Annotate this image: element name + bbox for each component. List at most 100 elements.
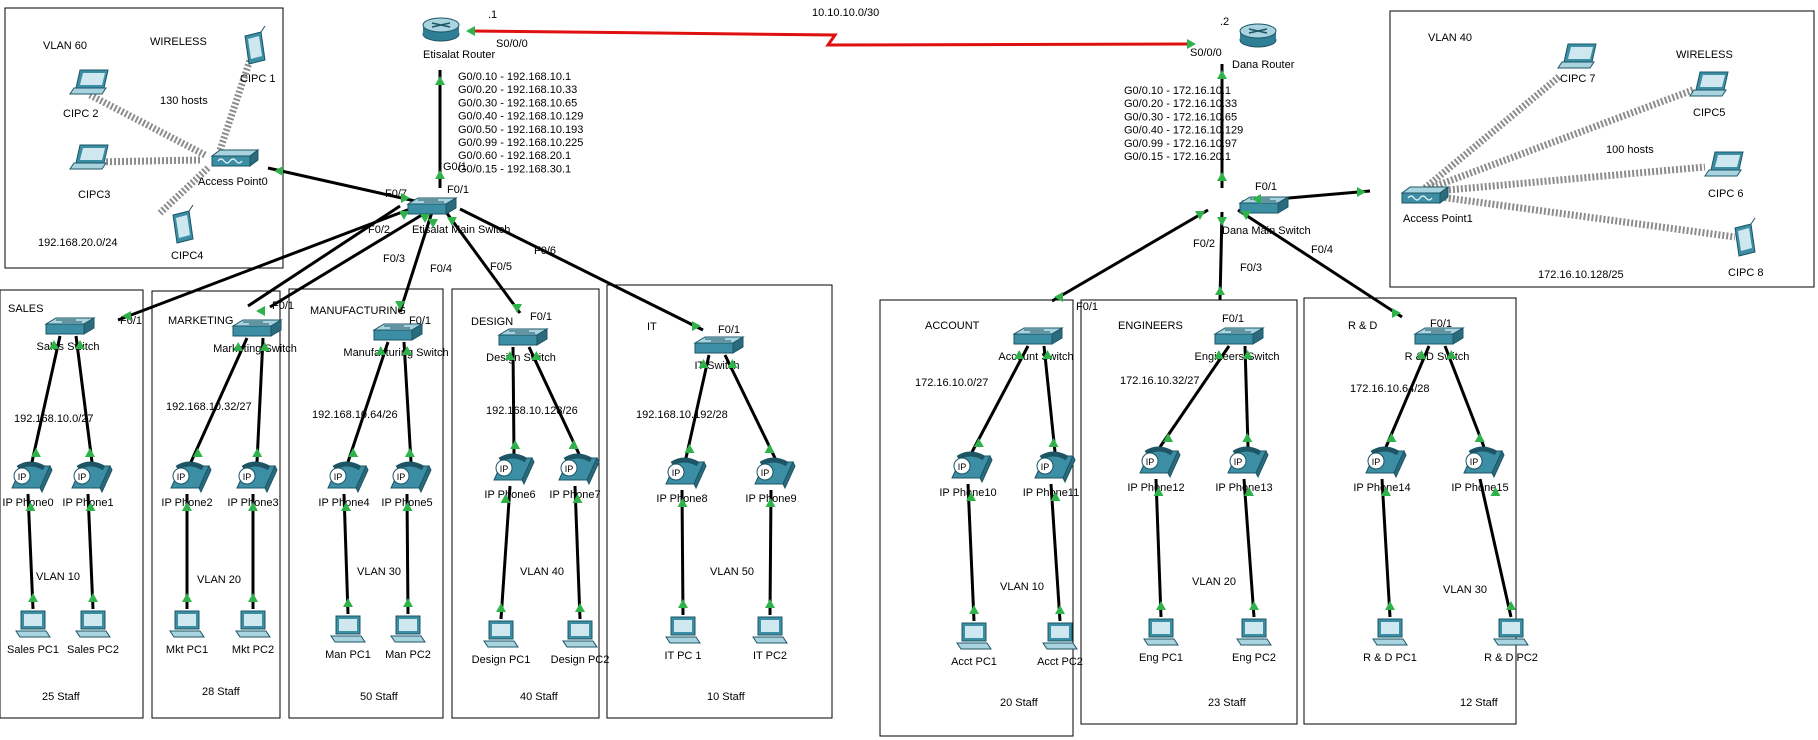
port-indicator [1506, 601, 1516, 610]
port-indicator [259, 342, 270, 351]
cipc-6-label: CIPC 6 [1708, 188, 1743, 200]
port-indicator [765, 498, 776, 507]
port-indicator [1381, 487, 1391, 496]
pc-it-2[interactable]: IT PC2 [752, 616, 788, 662]
etisalat-main-switch[interactable]: Etisalat Main Switch F0/1 F0/7 F0/2 F0/3… [368, 184, 556, 275]
port-indicator [969, 605, 979, 614]
dept-title-it: IT [647, 321, 657, 333]
ip-phone-it-2[interactable]: IP Phone9 [745, 460, 796, 505]
port-indicator [399, 211, 409, 220]
pc-engineers-1[interactable]: Eng PC1 [1139, 618, 1183, 664]
cipc-6[interactable]: CIPC 6 [1704, 151, 1744, 200]
dana-router-label: Dana Router [1232, 59, 1295, 71]
ip-phone-design-1[interactable]: IP Phone6 [484, 456, 535, 501]
access-point-0[interactable]: Access Point0 [198, 149, 268, 188]
ip-phone-label: IP Phone10 [939, 487, 996, 499]
pc-manufacturing-1[interactable]: Man PC1 [325, 615, 371, 661]
wireless-right-area [1389, 10, 1815, 288]
dept-switch-sales[interactable]: Sales Switch [37, 317, 100, 353]
pc-sales-1[interactable]: Sales PC1 [7, 610, 59, 656]
etisalat-router[interactable]: Etisalat Router .1 S0/0/0 G0/1 G0/0.10 -… [422, 9, 583, 175]
cipc-5[interactable]: CIPC5 [1689, 71, 1729, 119]
port-indicator [420, 214, 430, 223]
dept-box-rnd [1303, 297, 1517, 725]
access-point-1[interactable]: Access Point1 [1401, 186, 1473, 225]
port-indicator [248, 593, 258, 602]
ip-phone-manufacturing-2[interactable]: IP Phone5 [381, 464, 432, 509]
etisalat-subif-6: G0/0.60 - 192.168.20.1 [458, 150, 571, 162]
dana-subif-5: G0/0.15 - 172.16.20.1 [1124, 151, 1231, 163]
etisalat-router-wan-ip: .1 [488, 9, 497, 21]
ip-phone-it-1[interactable]: IP Phone8 [656, 460, 707, 505]
dept-switch-r-d[interactable]: R & D Switch [1405, 327, 1470, 363]
ip-phone-engineers-1[interactable]: IP Phone12 [1127, 449, 1185, 494]
dana-main-switch[interactable]: Dana Main Switch F0/1 F0/2 F0/3 F0/4 [1193, 181, 1333, 274]
pc-account-2[interactable]: Acct PC2 [1037, 622, 1083, 668]
pc-design-2[interactable]: Design PC2 [551, 620, 610, 666]
cipc-4[interactable]: CIPC4 [171, 204, 203, 262]
etisalat-port-f06: F0/6 [534, 245, 556, 257]
dept-title-r-d: R & D [1348, 320, 1377, 332]
ip-phone-r-d-2[interactable]: IP Phone15 [1451, 449, 1509, 494]
dept-switch-label-r-d: R & D Switch [1405, 351, 1470, 363]
pc-design-1[interactable]: Design PC1 [472, 620, 531, 666]
cipc-7[interactable]: CIPC 7 [1557, 43, 1597, 85]
pc-r-d-2[interactable]: R & D PC2 [1484, 618, 1538, 664]
wireless-left-title: WIRELESS [150, 36, 207, 48]
etisalat-subif-7: G0/0.15 - 192.168.30.1 [458, 163, 571, 175]
dept-vlan-r-d: VLAN 30 [1443, 584, 1487, 596]
dept-switch-it[interactable]: IT Switch [694, 336, 744, 372]
dana-subinterface-list: G0/0.10 - 172.16.10.1G0/0.20 - 172.16.10… [1124, 85, 1243, 163]
pc-it-1[interactable]: IT PC 1 [664, 616, 702, 662]
pc-label: Eng PC2 [1232, 652, 1276, 664]
cipc-7-label: CIPC 7 [1560, 73, 1595, 85]
dana-subif-2: G0/0.30 - 172.16.10.65 [1124, 111, 1237, 123]
dept-switch-manufacturing[interactable]: Manufacturing Switch [343, 323, 449, 359]
dept-switch-marketing[interactable]: Marketing Switch [213, 319, 297, 355]
dept-vlan-engineers: VLAN 20 [1192, 576, 1236, 588]
pc-r-d-1[interactable]: R & D PC1 [1363, 618, 1417, 664]
ip-phone-manufacturing-1[interactable]: IP Phone4 [318, 464, 369, 509]
dept-switch-engineers[interactable]: Engineers Switch [1195, 327, 1280, 363]
ip-phone-r-d-1[interactable]: IP Phone14 [1353, 449, 1411, 494]
pc-manufacturing-2[interactable]: Man PC2 [385, 615, 431, 661]
dept-staff-engineers: 23 Staff [1208, 697, 1247, 709]
ip-phone-engineers-2[interactable]: IP Phone13 [1215, 449, 1273, 494]
ip-phone-label: IP Phone13 [1215, 482, 1272, 494]
cipc-3[interactable]: CIPC3 [69, 144, 110, 201]
etisalat-port-f05: F0/5 [490, 261, 512, 273]
pc-engineers-2[interactable]: Eng PC2 [1232, 618, 1276, 664]
port-indicator [531, 351, 542, 360]
cipc-1[interactable]: CIPC 1 [240, 25, 275, 85]
ip-phone-account-2[interactable]: IP Phone11 [1023, 454, 1079, 499]
dept-switch-label-it: IT Switch [694, 360, 739, 372]
pc-marketing-2[interactable]: Mkt PC2 [232, 610, 274, 656]
port-indicator [1153, 487, 1164, 496]
ip-phone-sales-2[interactable]: IP Phone1 [62, 464, 113, 509]
cipc-2[interactable]: CIPC 2 [63, 69, 109, 120]
cipc-8[interactable]: CIPC 8 [1728, 217, 1763, 279]
cipc-4-label: CIPC4 [171, 250, 203, 262]
ip-phone-design-2[interactable]: IP Phone7 [549, 456, 600, 501]
dana-router[interactable]: Dana Router .2 S0/0/0 G0/0.10 - 172.16.1… [1124, 16, 1295, 163]
dept-staff-r-d: 12 Staff [1460, 697, 1499, 709]
etisalat-subif-1: G0/0.20 - 192.168.10.33 [458, 84, 577, 96]
ip-phone-label: IP Phone0 [2, 497, 53, 509]
port-indicator [966, 492, 976, 501]
port-indicator [182, 593, 192, 602]
cipc-8-label: CIPC 8 [1728, 267, 1763, 279]
etisalat-router-serial: S0/0/0 [496, 38, 528, 50]
pc-marketing-1[interactable]: Mkt PC1 [166, 610, 208, 656]
pc-sales-2[interactable]: Sales PC2 [67, 610, 119, 656]
pc-label: Man PC1 [325, 649, 371, 661]
dept-switch-account[interactable]: Account Switch [998, 327, 1074, 363]
ip-phone-account-1[interactable]: IP Phone10 [939, 454, 997, 499]
pc-account-1[interactable]: Acct PC1 [951, 622, 997, 668]
ip-phone-sales-1[interactable]: IP Phone0 [2, 464, 53, 509]
dana-port-f03: F0/3 [1240, 262, 1262, 274]
dept-switch-design[interactable]: Design Switch [486, 328, 556, 364]
